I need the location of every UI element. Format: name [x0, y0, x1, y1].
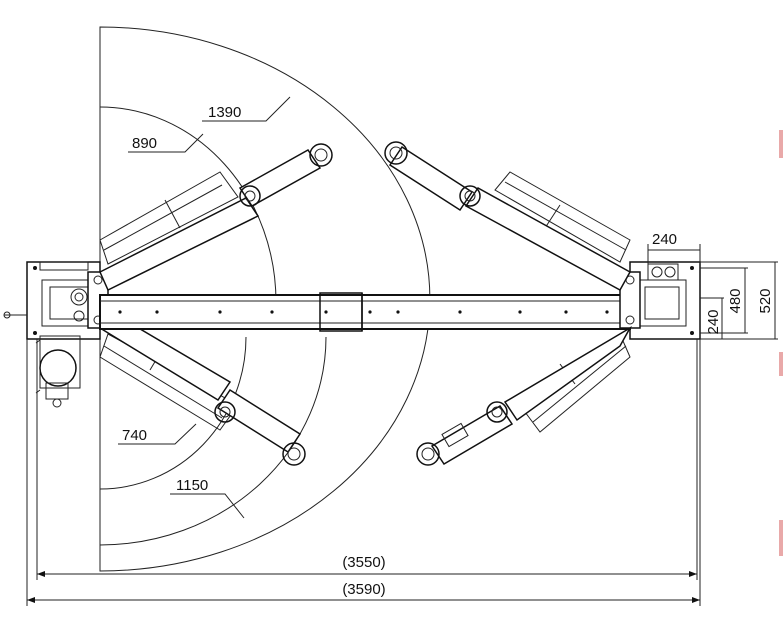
radius-labels: 1390 890 740 1150 [118, 96, 291, 519]
left-column-base [3, 261, 109, 408]
left-upper-arm [99, 143, 333, 292]
leader-890 [128, 133, 204, 153]
leader-1150 [170, 493, 245, 519]
arc-740 [99, 336, 247, 490]
right-lower-arm [416, 325, 632, 466]
right-lower-arm-pad [416, 442, 440, 466]
right-lower-arm-joint [486, 401, 508, 423]
left-lower-arm-pad [282, 442, 306, 466]
right-upper-arm-pad [384, 141, 408, 165]
label-890: 890 [132, 135, 157, 152]
arc-890 [99, 106, 277, 303]
right-dimensions: 240 240 480 520 [647, 231, 778, 340]
label-3590: (3590) [342, 581, 385, 598]
label-240-vertical: 240 [705, 309, 722, 334]
label-1390: 1390 [208, 104, 241, 121]
motor-unit [35, 335, 81, 408]
left-lower-arm-joint [214, 401, 236, 423]
right-column-base [619, 261, 701, 340]
left-upper-arm-joint [239, 185, 261, 207]
leader-1390 [202, 96, 291, 122]
edge-mark [779, 520, 783, 556]
right-upper-arm [384, 141, 632, 292]
left-lower-arm [99, 308, 306, 466]
label-480: 480 [727, 288, 744, 313]
bottom-dimensions: (3550) (3590) [26, 339, 701, 606]
leader-740 [118, 423, 197, 445]
left-upper-arm-pad [309, 143, 333, 167]
label-1150: 1150 [176, 477, 208, 494]
right-upper-arm-joint [459, 185, 481, 207]
label-740: 740 [122, 427, 147, 444]
label-3550: (3550) [342, 554, 385, 571]
cross-beam [99, 292, 631, 332]
edge-mark [779, 352, 783, 376]
label-240-horizontal: 240 [652, 231, 677, 248]
edge-mark [779, 130, 783, 158]
label-520: 520 [757, 288, 774, 313]
beam-outline [99, 294, 631, 330]
arc-1150 [99, 336, 327, 546]
